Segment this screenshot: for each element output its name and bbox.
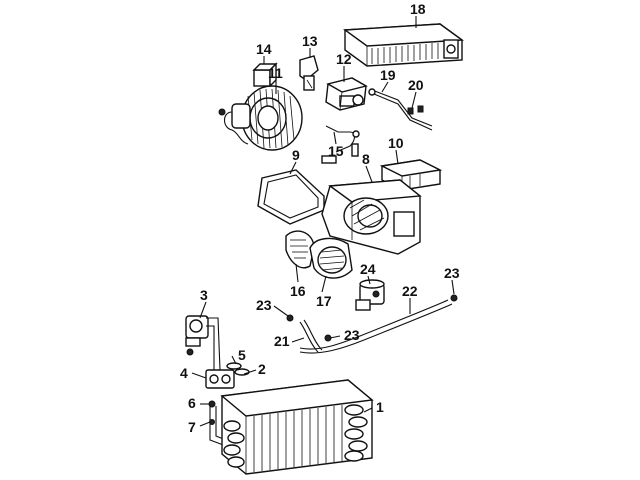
callout-5: 5 [238,347,246,363]
callout-22: 22 [402,283,418,299]
callout-8: 8 [362,151,370,167]
callout-15: 15 [328,143,344,159]
expansion-valve-part [185,315,221,371]
heater-case-part [321,179,422,255]
callout-23-c: 23 [444,265,460,281]
callout-16: 16 [290,283,306,299]
blower-resistor-part [299,55,319,91]
callout-13: 13 [302,33,318,49]
relay-part [252,62,278,88]
callout-17: 17 [316,293,332,309]
callout-23-a: 23 [256,297,272,313]
callout-9: 9 [292,147,300,163]
callout-20: 20 [408,77,424,93]
callout-4: 4 [180,365,188,381]
callout-6: 6 [188,395,196,411]
callout-11: 11 [268,65,283,81]
valve-part [355,279,385,311]
callout-24: 24 [360,261,376,277]
clip-part [407,105,424,115]
seal-part [257,169,325,225]
air-duct-part [285,230,315,269]
callout-3: 3 [200,287,208,303]
callout-12: 12 [336,51,352,67]
evaporator-core-part [220,379,374,475]
callout-1: 1 [376,399,384,415]
leader-lines [191,16,455,427]
callout-14: 14 [256,41,272,57]
callout-23-b: 23 [344,327,360,343]
sensor-part [321,125,360,164]
callout-21: 21 [274,333,290,349]
callout-19: 19 [380,67,396,83]
callout-10: 10 [388,135,404,151]
callout-2: 2 [258,361,266,377]
fitting-part [205,362,250,389]
actuator-part [325,77,368,111]
blower-motor-part [218,85,303,151]
control-rod-part [368,88,433,131]
callout-7: 7 [188,419,196,435]
callout-labels: 18 14 13 12 11 19 20 15 10 9 8 16 17 24 … [180,1,460,435]
callout-18: 18 [410,1,426,17]
heater-core-part [343,23,464,67]
housing-part [309,237,353,279]
